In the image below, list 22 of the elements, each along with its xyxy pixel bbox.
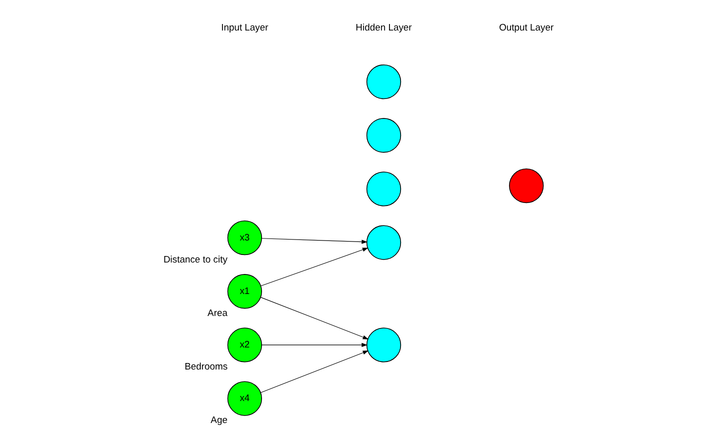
node-circle — [366, 225, 401, 260]
node-circle: x4 — [226, 381, 262, 416]
node-label: Age — [210, 415, 227, 426]
label: Hidden Layer — [355, 22, 412, 34]
arrow — [260, 297, 368, 340]
node-label: Area — [207, 308, 227, 319]
node-circle — [366, 64, 401, 100]
node-circle: x3 — [226, 220, 262, 256]
node-label: Distance to city — [162, 254, 227, 266]
node-circle — [366, 118, 401, 153]
label: Output Layer — [498, 22, 554, 34]
arrow — [261, 342, 367, 347]
arrow — [260, 248, 368, 286]
node-circle — [366, 172, 401, 206]
arrow — [260, 350, 368, 393]
node-circle — [508, 168, 544, 204]
label: Input Layer — [220, 22, 268, 34]
node-circle: x1 — [226, 274, 262, 309]
node-label: Bedrooms — [184, 361, 228, 372]
node-circle: x2 — [226, 328, 262, 362]
node-circle — [366, 328, 401, 362]
arrow — [261, 238, 367, 244]
